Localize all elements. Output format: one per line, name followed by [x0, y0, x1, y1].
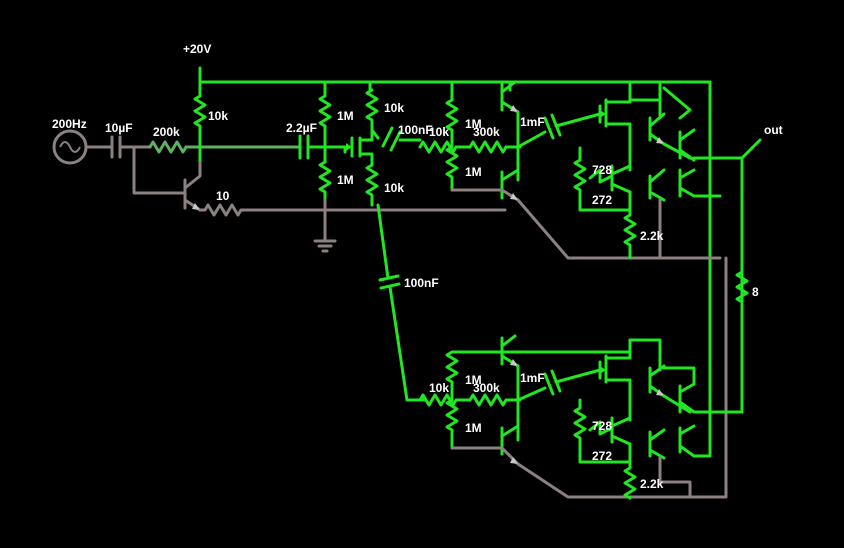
c-coup-label: 100nF [404, 276, 439, 290]
splitter-capacitor[interactable] [370, 126, 422, 152]
emitter-resistor[interactable] [198, 203, 507, 217]
upper-channel[interactable] [418, 80, 744, 260]
collector-resistor[interactable] [193, 80, 207, 162]
lower-channel[interactable] [418, 156, 744, 500]
u-pot-top-label: 728 [592, 163, 612, 177]
splitter-resistor-top[interactable] [365, 88, 379, 132]
r-col-label: 10k [208, 109, 228, 123]
bias-resistor-bottom[interactable] [318, 160, 332, 242]
c-mid-label: 2.2µF [286, 121, 317, 135]
l-re-label: 2.2k [640, 477, 664, 491]
input-transistor[interactable] [183, 158, 202, 212]
u-r1-label: 10k [429, 125, 449, 139]
ground [313, 239, 337, 253]
input-resistor[interactable] [148, 140, 302, 154]
r-pi-bot-label: 10k [384, 181, 404, 195]
r-bias-bot-label: 1M [337, 173, 354, 187]
u-r2-label: 300k [473, 125, 500, 139]
phase-splitter-fet[interactable] [343, 128, 374, 167]
c-in-label: 10µF [105, 121, 133, 135]
r-emit-label: 10 [216, 189, 230, 203]
supply-label: +20V [183, 42, 211, 56]
bias-wire[interactable] [132, 145, 185, 195]
load-label: 8 [752, 285, 759, 299]
l-c-label: 1mF [520, 371, 545, 385]
u-re-label: 2.2k [640, 229, 664, 243]
u-c-label: 1mF [520, 115, 545, 129]
source-label: 200Hz [52, 117, 87, 131]
mid-capacitor[interactable] [298, 134, 347, 160]
l-pot-bot-label: 272 [592, 449, 612, 463]
l-pot-top-label: 728 [592, 419, 612, 433]
splitter-resistor-bottom[interactable] [365, 163, 379, 207]
c-pi-label: 100nF [398, 123, 433, 137]
supply-rail[interactable] [198, 66, 712, 457]
l-r4-label: 1M [465, 421, 482, 435]
r-pi-top-label: 10k [384, 101, 404, 115]
r-bias-top-label: 1M [337, 109, 354, 123]
out-label: out [764, 123, 783, 137]
l-r3-label: 1M [465, 373, 482, 387]
ac-source[interactable] [52, 129, 114, 165]
coupling-capacitor[interactable] [376, 203, 427, 402]
u-r3-label: 1M [465, 117, 482, 131]
load-resistor[interactable] [735, 156, 749, 414]
bias-resistor-top[interactable] [318, 80, 332, 164]
l-r1-label: 10k [429, 381, 449, 395]
u-r4-label: 1M [465, 165, 482, 179]
output-terminal[interactable] [740, 138, 762, 160]
u-pot-bot-label: 272 [592, 193, 612, 207]
l-r2-label: 300k [473, 381, 500, 395]
input-capacitor[interactable] [110, 135, 152, 159]
r-in-label: 200k [153, 125, 180, 139]
